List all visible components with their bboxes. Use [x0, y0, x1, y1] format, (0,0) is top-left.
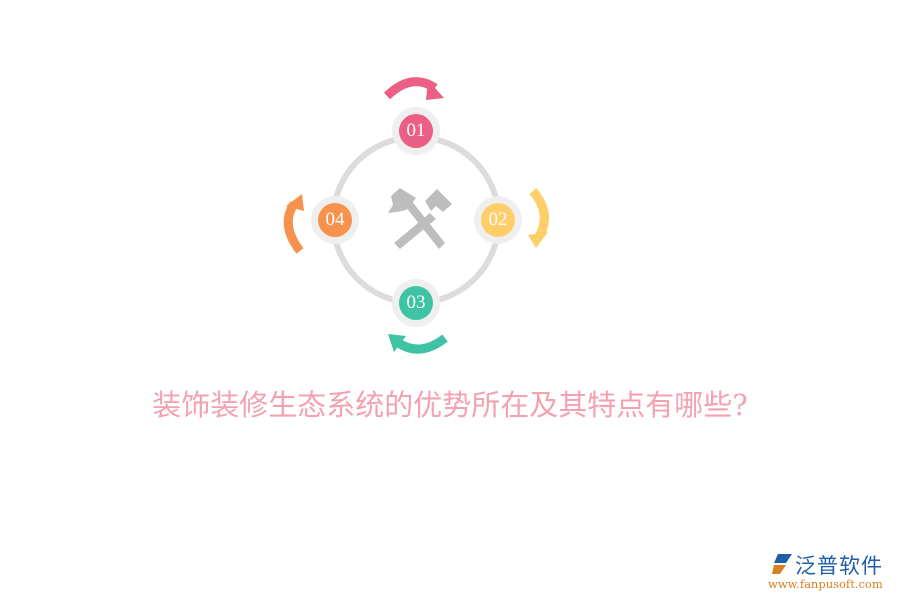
brand-logo[interactable]: 泛普软件 www.fanpusoft.com — [768, 550, 893, 595]
badge-01 — [392, 107, 440, 155]
badge-03 — [392, 279, 440, 327]
step-label-01: 01 — [406, 120, 426, 141]
page-title: 装饰装修生态系统的优势所在及其特点有哪些? — [152, 388, 748, 422]
arrow-04-icon — [283, 194, 304, 254]
badge-04 — [311, 196, 359, 244]
step-label-04: 04 — [325, 209, 345, 230]
step-label-03: 03 — [406, 292, 426, 313]
brand-url[interactable]: www.fanpusoft.com — [768, 577, 883, 591]
fanpu-logo-icon — [772, 554, 792, 574]
step-label-02: 02 — [488, 209, 508, 230]
crossed-hammers-icon — [388, 188, 452, 249]
arrow-03-icon — [388, 334, 448, 354]
brand-name: 泛普软件 — [795, 554, 883, 578]
arrow-01-icon — [383, 77, 444, 100]
arrow-02-icon — [528, 188, 549, 248]
badge-02 — [474, 196, 522, 244]
